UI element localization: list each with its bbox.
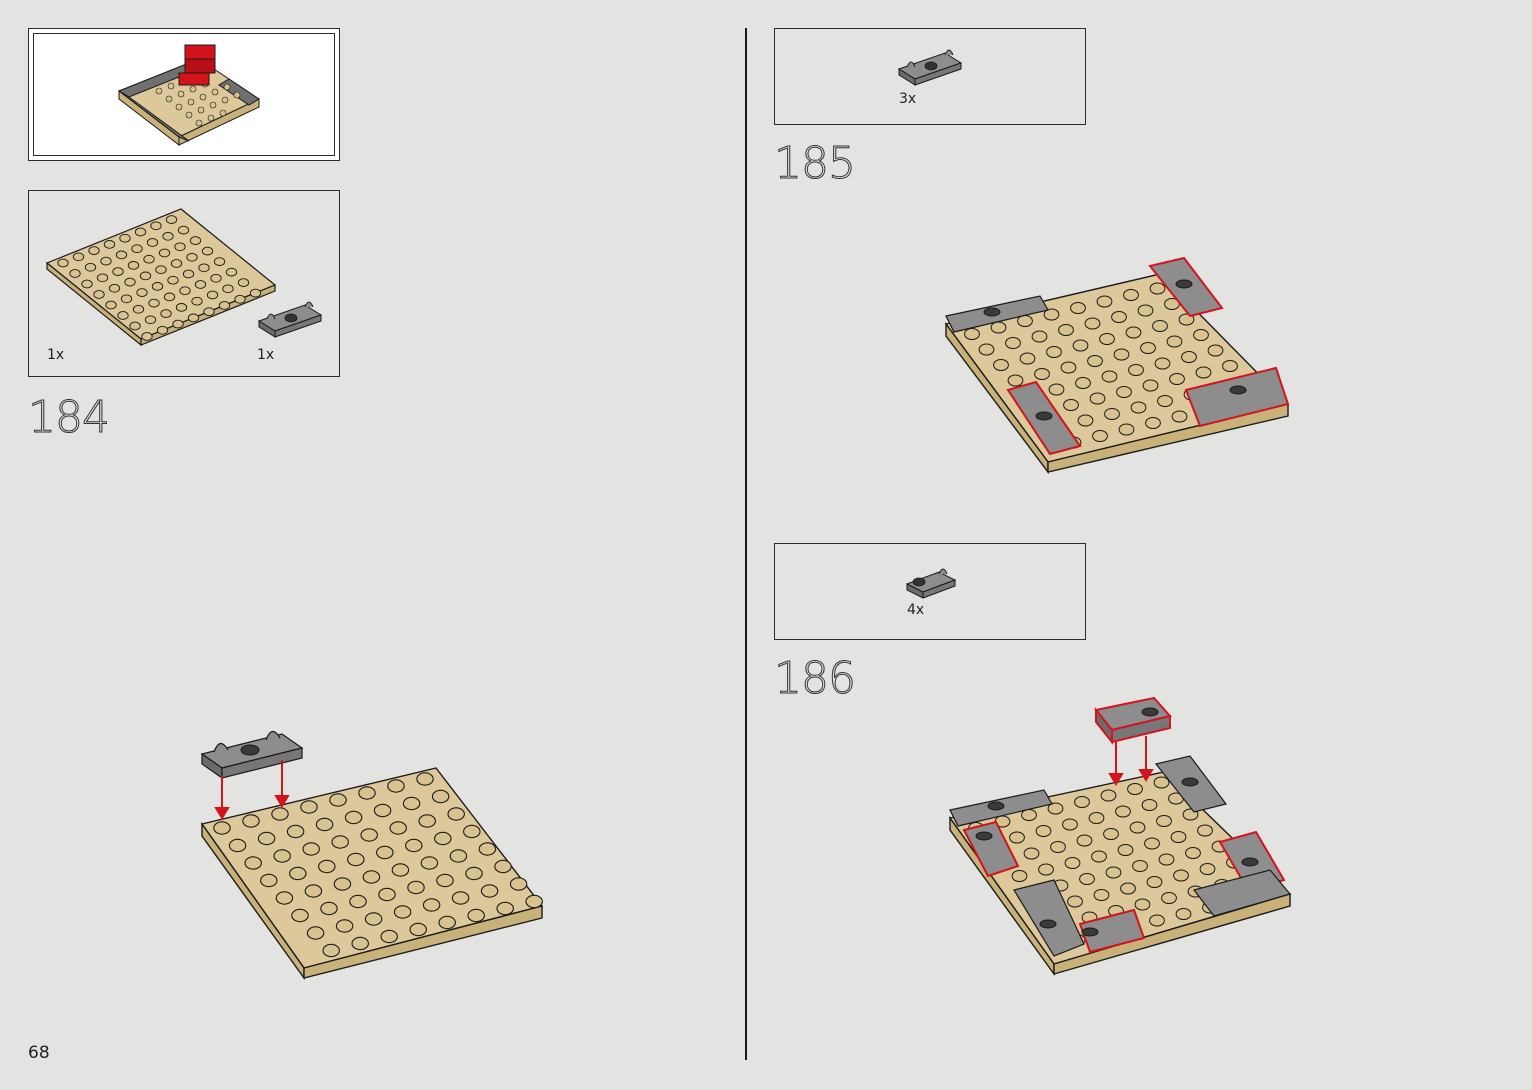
gray-clip-plate-icon [257,301,327,341]
step-184-assembly [196,720,556,990]
tan-plate-8x8-icon [45,205,285,345]
submodel-preview-icon [29,29,341,162]
gray-clip-plate-1x2-icon [905,568,961,602]
page-number: 68 [28,1043,50,1063]
page-divider [745,28,747,1060]
part-qty-2: 1x [257,347,274,363]
part-qty-185: 3x [899,91,916,107]
part-qty-186: 4x [907,602,924,618]
step-number-185: 185 [774,138,855,189]
parts-list-step-185: 3x [774,28,1086,125]
step-185-assembly [940,240,1300,480]
part-qty-1: 1x [47,347,64,363]
submodel-preview-box [28,28,340,161]
step-number-186: 186 [774,653,855,704]
step-number-184: 184 [28,392,109,443]
parts-list-step-184: 1x 1x [28,190,340,377]
parts-list-step-186: 4x [774,543,1086,640]
gray-clip-plate-1x3-icon [897,49,967,89]
step-186-assembly [944,694,1304,984]
